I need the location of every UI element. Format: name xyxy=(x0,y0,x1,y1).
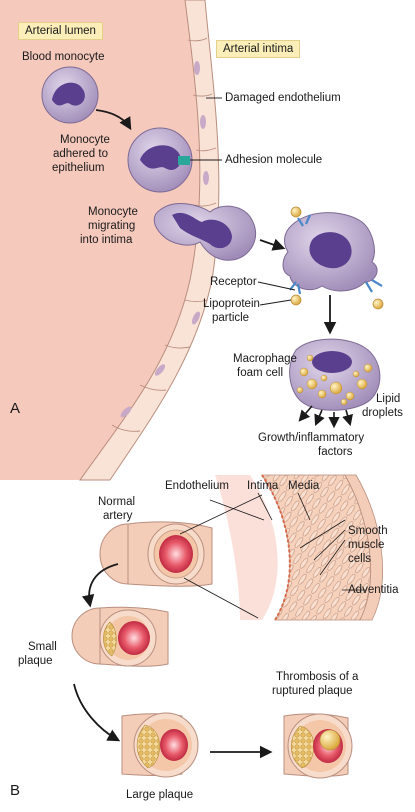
progression-arrows xyxy=(73,563,273,759)
endothelial-cell-borders xyxy=(111,37,217,432)
lipid-droplets xyxy=(296,354,373,406)
smooth-muscle-line-3: cells xyxy=(348,553,372,565)
adhered-monocyte-nucleus xyxy=(140,145,181,170)
foam-cell-nucleus xyxy=(312,351,352,373)
macrophage-line-1: Macrophage xyxy=(233,353,297,365)
smooth-muscle-line-1: Smooth xyxy=(348,525,388,537)
lipid-line-2: droplets xyxy=(362,407,403,419)
panel-a-leader-lines xyxy=(190,97,296,306)
growth-line-1: Growth/inflammatory xyxy=(258,432,365,444)
endothelium-edge xyxy=(261,474,291,621)
blood-monocyte-label: Blood monocyte xyxy=(22,51,105,63)
lipoprotein-line-2: particle xyxy=(212,312,250,324)
normal-artery-line-2: artery xyxy=(103,510,133,522)
monocyte-adhered-line-3: epithelium xyxy=(52,162,105,174)
large-plaque-lumen xyxy=(160,729,188,761)
arrow-to-macrophage xyxy=(259,238,286,251)
thrombosis-line-2: ruptured plaque xyxy=(272,685,353,697)
small-plaque-line-2: plaque xyxy=(18,655,53,667)
detail-lumen-arc xyxy=(215,475,278,620)
macrophage-line-2: foam cell xyxy=(237,367,284,379)
normal-artery-line-1: Normal xyxy=(98,496,136,508)
monocyte-migrating-line-1: Monocyte xyxy=(88,206,138,218)
zoom-lines xyxy=(179,494,263,619)
growth-line-2: factors xyxy=(318,446,353,458)
thrombus-clot xyxy=(319,729,341,751)
panel-b-letter: B xyxy=(10,782,21,799)
receptor-marks xyxy=(289,214,383,295)
endothelial-nuclei xyxy=(120,61,209,418)
endothelium-layer xyxy=(79,0,220,481)
migrating-monocyte-nucleus xyxy=(172,212,232,249)
monocyte-migrating-line-2: migrating xyxy=(88,220,136,232)
blood-monocyte-nucleus xyxy=(52,82,85,106)
factor-arrows xyxy=(298,405,353,429)
damaged-endothelium-label: Damaged endothelium xyxy=(225,92,341,104)
macrophage-nucleus xyxy=(309,232,352,269)
lipid-line-1: Lipid xyxy=(376,393,401,405)
arrow-monocyte-to-adhered xyxy=(95,109,132,131)
adhesion-molecule-label: Adhesion molecule xyxy=(225,154,323,166)
monocyte-adhered-line-2: adhered to xyxy=(53,148,108,160)
adventitia-label: Adventitia xyxy=(348,584,399,596)
endothelium-label: Endothelium xyxy=(165,480,229,492)
small-plaque-lumen xyxy=(118,621,150,655)
lipoprotein-particles xyxy=(290,206,384,310)
thrombosis-line-1: Thrombosis of a xyxy=(276,671,359,683)
small-plaque-lesion xyxy=(103,621,117,657)
thrombosis-lesion xyxy=(290,725,314,769)
normal-artery-lumen xyxy=(159,535,193,573)
panel-a-letter: A xyxy=(10,400,21,417)
small-plaque-line-1: Small xyxy=(28,641,57,653)
intima-label: Intima xyxy=(247,480,279,492)
adventitia-band xyxy=(344,474,383,621)
smooth-muscle-line-2: muscle xyxy=(348,539,385,551)
receptor-label: Receptor xyxy=(210,276,257,288)
large-plaque-label: Large plaque xyxy=(126,789,194,801)
monocyte-migrating-line-3: into intima xyxy=(80,234,133,246)
arterial-lumen-area xyxy=(0,0,200,480)
arterial-intima-tag: Arterial intima xyxy=(216,40,301,58)
panel-b-leader-lines xyxy=(209,492,366,591)
adhesion-molecule-mark xyxy=(178,156,190,165)
lipoprotein-line-1: Lipoprotein xyxy=(203,298,260,310)
arterial-lumen-tag: Arterial lumen xyxy=(18,22,103,40)
monocyte-adhered-line-1: Monocyte xyxy=(60,134,110,146)
media-label: Media xyxy=(288,480,320,492)
large-plaque-lesion xyxy=(136,724,160,769)
